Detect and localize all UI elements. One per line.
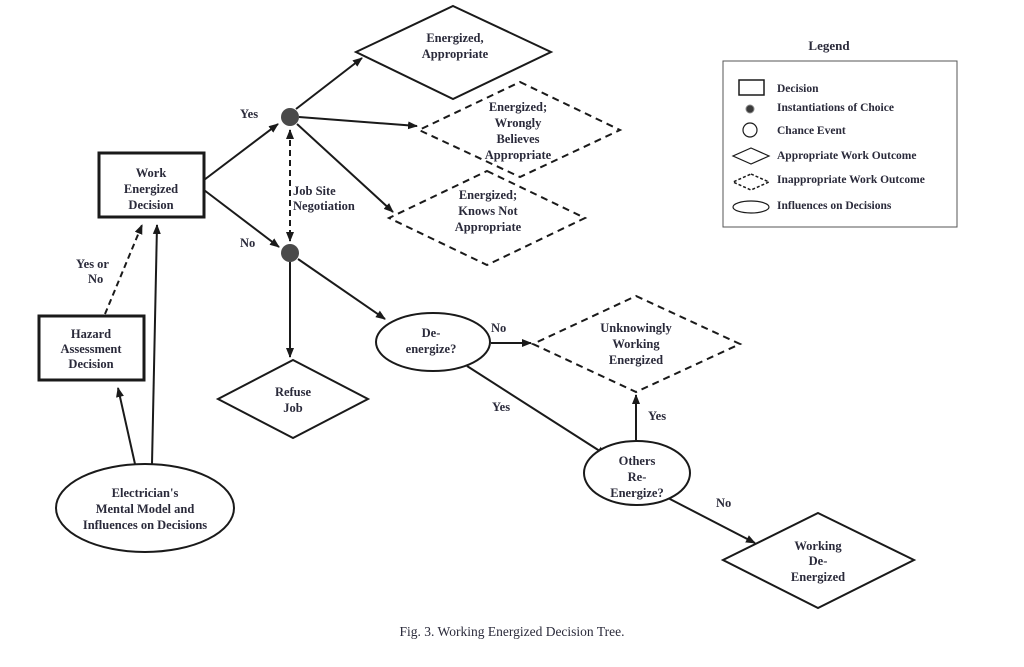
node-label-line: Believes bbox=[496, 132, 539, 146]
legend-circle-icon bbox=[742, 122, 758, 138]
legend-label: Influences on Decisions bbox=[777, 200, 892, 212]
node-label-line: Energized; bbox=[459, 188, 517, 202]
node-refuse-job: Refuse Job bbox=[215, 358, 371, 440]
node-label-line: Unknowingly bbox=[600, 321, 672, 335]
legend-label: Decision bbox=[777, 83, 819, 95]
node-energized-appropriate: Energized, Appropriate bbox=[353, 4, 554, 101]
edge-label-de-energize-no: No bbox=[491, 321, 506, 335]
node-label-line: Work bbox=[136, 166, 167, 180]
figure-caption: Fig. 3. Working Energized Decision Tree. bbox=[399, 624, 625, 639]
node-working-de-energized: Working De- Energized bbox=[720, 511, 917, 610]
legend-title: Legend bbox=[808, 38, 850, 53]
legend-label: Appropriate Work Outcome bbox=[777, 150, 917, 162]
node-label-line: Energized bbox=[124, 182, 178, 196]
edges bbox=[104, 57, 756, 544]
node-label-line: Energized, bbox=[426, 31, 483, 45]
edge-label-yes-or-no-line1: Yes or bbox=[76, 257, 109, 271]
node-label-line: Mental Model and bbox=[96, 502, 195, 516]
legend-diamond-icon bbox=[731, 147, 771, 165]
node-label-line: Appropriate bbox=[455, 220, 522, 234]
edge-label-job-site-line2: Negotiation bbox=[293, 199, 355, 213]
node-label-line: Working bbox=[612, 337, 660, 351]
edge-yes-to-energized-appropriate bbox=[295, 57, 363, 110]
legend-rectangle-icon bbox=[738, 79, 765, 96]
legend-ellipse-icon bbox=[732, 200, 770, 214]
node-label-line: Re- bbox=[628, 470, 647, 484]
node-label-line: Decision bbox=[128, 198, 173, 212]
edge-no-to-de-energize bbox=[297, 258, 386, 320]
edge-label-no-mid: No bbox=[240, 236, 255, 250]
node-label-line: Electrician's bbox=[112, 486, 179, 500]
node-label-line: Energized bbox=[791, 570, 845, 584]
edge-electrician-to-work-energized bbox=[151, 224, 161, 465]
node-label-line: De- bbox=[422, 326, 441, 340]
node-energized-knows-not: Energized; Knows Not Appropriate bbox=[386, 169, 588, 267]
node-choice-no-dot bbox=[281, 244, 299, 262]
node-label-line: Wrongly bbox=[495, 116, 543, 130]
node-label-line: Influences on Decisions bbox=[83, 518, 207, 532]
edge-yes-to-knows-not bbox=[296, 123, 394, 213]
edge-labels: Yes No Yes or No Job Site Negotiation No… bbox=[76, 107, 731, 510]
node-label-line: Appropriate bbox=[422, 47, 489, 61]
node-label-line: Energized bbox=[609, 353, 663, 367]
node-label-line: Job bbox=[283, 401, 303, 415]
node-label-line: Energized; bbox=[489, 100, 547, 114]
node-label-line: Working bbox=[794, 539, 842, 553]
edge-others-no bbox=[667, 497, 756, 544]
edge-label-yes-top: Yes bbox=[240, 107, 258, 121]
edge-label-others-no: No bbox=[716, 496, 731, 510]
legend-label: Chance Event bbox=[777, 125, 846, 137]
node-label-line: Others bbox=[619, 454, 656, 468]
node-energized-wrongly-believes: Energized; Wrongly Believes Appropriate bbox=[416, 80, 623, 179]
edge-hazard-to-work-energized bbox=[104, 224, 143, 315]
legend-filled-dot-icon bbox=[745, 104, 755, 114]
edge-label-de-energize-yes: Yes bbox=[492, 400, 510, 414]
edge-label-job-site-line1: Job Site bbox=[293, 184, 336, 198]
node-label-line: Assessment bbox=[60, 342, 122, 356]
node-unknowingly-working-energized: Unknowingly Working Energized bbox=[530, 294, 743, 394]
edge-label-yes-or-no-line2: No bbox=[88, 272, 103, 286]
node-label-line: Decision bbox=[68, 357, 113, 371]
node-electrician-mental-model: Electrician's Mental Model and Influence… bbox=[55, 463, 235, 553]
node-de-energize-chance: De- energize? bbox=[375, 312, 491, 372]
edge-work-energized-no bbox=[203, 189, 280, 248]
edge-yes-to-wrongly-believes bbox=[298, 116, 418, 130]
edge-electrician-to-hazard bbox=[116, 387, 136, 465]
legend: Legend Decision Instantiations of Choice… bbox=[722, 38, 958, 228]
legend-label: Instantiations of Choice bbox=[777, 102, 894, 114]
node-label-line: De- bbox=[809, 554, 828, 568]
node-label-line: Refuse bbox=[275, 385, 312, 399]
node-hazard-assessment-decision: Hazard Assessment Decision bbox=[37, 314, 146, 382]
node-work-energized-decision: Work Energized Decision bbox=[97, 151, 206, 219]
node-choice-yes-dot bbox=[281, 108, 299, 126]
edge-label-others-yes: Yes bbox=[648, 409, 666, 423]
node-label-line: Hazard bbox=[71, 327, 111, 341]
node-label-line: Knows Not bbox=[458, 204, 518, 218]
node-label-line: energize? bbox=[406, 342, 457, 356]
edge-de-energize-yes bbox=[466, 365, 607, 456]
edge-work-energized-yes bbox=[203, 123, 279, 181]
node-label-line: Appropriate bbox=[485, 148, 552, 162]
node-others-reenergize-chance: Others Re- Energize? bbox=[583, 440, 691, 506]
node-label-line: Energize? bbox=[610, 486, 663, 500]
legend-dashed-diamond-icon bbox=[731, 173, 771, 191]
legend-label: Inappropriate Work Outcome bbox=[777, 174, 925, 186]
